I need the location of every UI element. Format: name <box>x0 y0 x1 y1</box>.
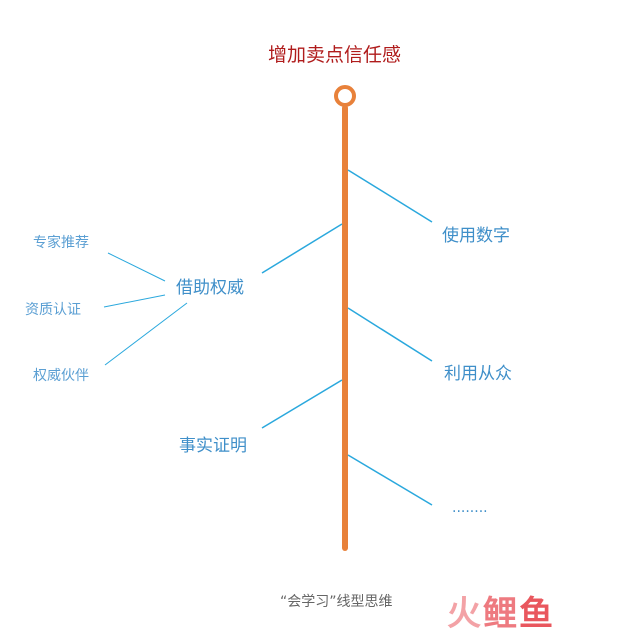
branch-label-facts: 事实证明 <box>179 436 247 456</box>
sub-label-qualification: 资质认证 <box>25 302 81 318</box>
diagram-caption: “会学习”线型思维 <box>280 594 393 610</box>
connector-s1 <box>107 252 166 282</box>
connector-b5 <box>347 454 433 506</box>
connector-b3 <box>347 307 433 362</box>
connector-b2 <box>261 223 343 274</box>
watermark-logo: 火鲤鱼 <box>447 586 555 635</box>
sub-label-partner: 权威伙伴 <box>33 368 89 384</box>
watermark-char: 火 <box>447 594 483 634</box>
branch-label-ellipsis: ........ <box>452 500 488 516</box>
sub-label-expert: 专家推荐 <box>33 235 89 251</box>
connector-b4 <box>261 379 343 429</box>
branch-label-authority: 借助权威 <box>176 278 244 298</box>
connector-b1 <box>347 169 433 223</box>
connector-s2 <box>103 294 166 308</box>
spine-top-node <box>334 85 356 107</box>
diagram-title: 增加卖点信任感 <box>268 44 402 66</box>
watermark-char: 鲤 <box>483 594 519 634</box>
watermark-char: 鱼 <box>519 594 555 634</box>
branch-label-herd: 利用从众 <box>444 364 512 384</box>
branch-label-numbers: 使用数字 <box>442 226 510 246</box>
connector-s3 <box>104 302 188 366</box>
